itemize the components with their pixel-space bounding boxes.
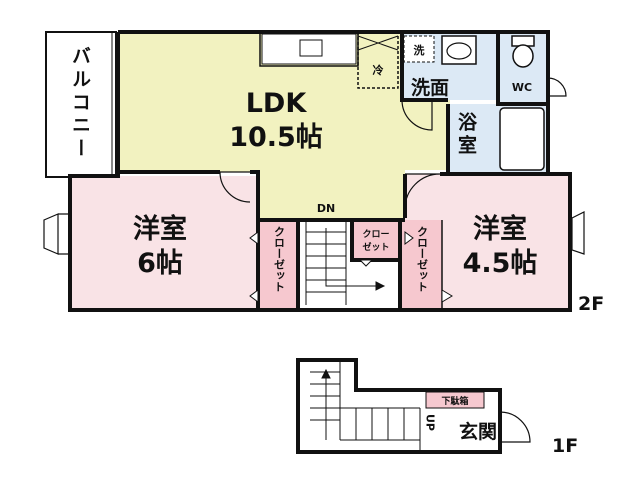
- door-bedroom-left: [219, 171, 251, 203]
- western-right-name: 洋室: [473, 213, 527, 245]
- ldk-size: 10.5帖: [229, 122, 323, 153]
- closet-right-label: クローゼット: [416, 226, 429, 292]
- western-left-size: 6帖: [137, 248, 183, 279]
- door-wc: [547, 77, 567, 97]
- floor2-label: 2F: [578, 293, 604, 315]
- balcony-area: [45, 31, 117, 178]
- bathtub-icon: [499, 107, 545, 171]
- floor1-label: 1F: [552, 435, 578, 457]
- western-right-size: 4.5帖: [463, 248, 538, 279]
- wc-label: WC: [512, 81, 532, 94]
- washer-box: [403, 35, 435, 63]
- washer-label: 洗: [414, 43, 425, 57]
- stairs-up-label: UP: [424, 414, 437, 431]
- closet-center-area: [352, 220, 400, 260]
- shoe-box-area: [425, 391, 485, 409]
- closet-center-line2: ゼット: [362, 241, 389, 253]
- bath-label: 浴室: [455, 112, 477, 158]
- door-entrance: [499, 411, 531, 443]
- western-left-name: 洋室: [133, 213, 187, 245]
- closet-center-line1: クロー: [362, 229, 389, 240]
- toilet-icon: [511, 35, 535, 68]
- shoe-box-label: 下駄箱: [441, 395, 468, 407]
- closet-left-area: [260, 220, 298, 310]
- entrance-label: 玄関: [459, 420, 497, 443]
- bedroom-left-area: [70, 176, 258, 310]
- stairs-1f: [310, 360, 421, 452]
- floor1-area: [298, 360, 500, 452]
- stairs-2f: [305, 220, 386, 305]
- ldk-name: LDK: [246, 88, 308, 119]
- fridge-label: 冷: [373, 63, 384, 77]
- door-washroom: [401, 99, 433, 131]
- closet-left-label: クローゼット: [273, 226, 286, 292]
- door-bedroom-right: [404, 173, 441, 210]
- stairs-dn-label: DN: [317, 202, 335, 215]
- balcony-label: バルコニー: [69, 46, 91, 161]
- washroom-label: 洗面: [411, 76, 449, 99]
